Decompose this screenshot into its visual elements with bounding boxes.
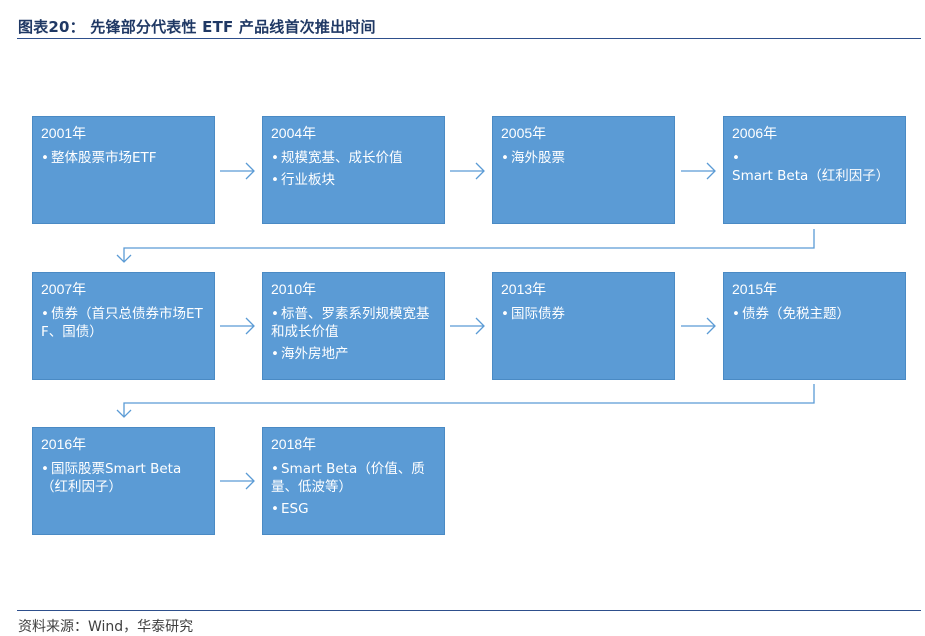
bullet-icon: • (501, 306, 509, 322)
timeline-item: •标普、罗素系列规模宽基和成长价值 (271, 305, 436, 341)
arrow-right-icon (450, 317, 485, 335)
timeline-year: 2001年 (41, 125, 87, 141)
bullet-icon: • (41, 150, 49, 166)
timeline-year: 2016年 (41, 436, 87, 452)
timeline-year: 2005年 (501, 125, 547, 141)
timeline-box-2015: 2015年 •债券（免税主题） (723, 272, 906, 380)
timeline-box-2007: 2007年 •债券（首只总债券市场ETF、国债） (32, 272, 215, 380)
timeline-item-text: ESG (280, 501, 309, 517)
timeline-year: 2015年 (732, 281, 778, 297)
arrow-right-icon (450, 162, 485, 180)
source-divider (17, 610, 921, 611)
timeline-year: 2004年 (271, 125, 317, 141)
arrow-right-icon (681, 162, 716, 180)
wrap-connector (116, 384, 815, 418)
arrow-right-icon (220, 317, 255, 335)
timeline-item-text: 标普、罗素系列规模宽基和成长价值 (271, 306, 430, 340)
timeline-item: •Smart Beta（价值、质量、低波等） (271, 460, 436, 496)
timeline-box-2016: 2016年 •国际股票Smart Beta（红利因子） (32, 427, 215, 535)
timeline-box-2013: 2013年 •国际债券 (492, 272, 675, 380)
arrow-right-icon (220, 162, 255, 180)
timeline-box-2001: 2001年 •整体股票市场ETF (32, 116, 215, 224)
timeline-item-text: 规模宽基、成长价值 (280, 150, 403, 166)
timeline-item: •债券（首只总债券市场ETF、国债） (41, 305, 206, 341)
timeline-item-text: 海外房地产 (280, 346, 349, 362)
bullet-icon: • (732, 150, 740, 166)
timeline-item: •海外房地产 (271, 345, 436, 363)
arrow-right-icon (220, 472, 255, 490)
timeline-item: •海外股票 (501, 149, 666, 167)
bullet-icon: • (732, 306, 740, 322)
timeline-year: 2018年 (271, 436, 317, 452)
timeline-box-2004: 2004年 •规模宽基、成长价值 •行业板块 (262, 116, 445, 224)
timeline-item: •国际股票Smart Beta（红利因子） (41, 460, 206, 496)
timeline-item: •规模宽基、成长价值 (271, 149, 436, 167)
figure-title: 图表20： 先锋部分代表性 ETF 产品线首次推出时间 (18, 18, 376, 36)
bullet-icon: • (41, 461, 49, 477)
timeline-item-text: 国际股票Smart Beta（红利因子） (41, 461, 182, 495)
timeline-year: 2013年 (501, 281, 547, 297)
timeline-item-text: 国际债券 (510, 306, 565, 322)
timeline-item: •国际债券 (501, 305, 666, 323)
bullet-icon: • (501, 150, 509, 166)
timeline-item: • Smart Beta（红利因子） (732, 149, 897, 185)
timeline-box-2010: 2010年 •标普、罗素系列规模宽基和成长价值 •海外房地产 (262, 272, 445, 380)
timeline-year: 2006年 (732, 125, 778, 141)
timeline-item-text: Smart Beta（价值、质量、低波等） (271, 461, 425, 495)
timeline-item-text: 行业板块 (280, 172, 335, 188)
bullet-icon: • (271, 461, 279, 477)
bullet-icon: • (271, 172, 279, 188)
timeline-year: 2007年 (41, 281, 87, 297)
timeline-item: •债券（免税主题） (732, 305, 897, 323)
bullet-icon: • (271, 150, 279, 166)
wrap-connector (116, 229, 815, 263)
timeline-item-text: 海外股票 (510, 150, 565, 166)
timeline-year: 2010年 (271, 281, 317, 297)
timeline-box-2005: 2005年 •海外股票 (492, 116, 675, 224)
source-note: 资料来源：Wind，华泰研究 (18, 619, 194, 635)
timeline-item: •行业板块 (271, 171, 436, 189)
timeline-item-text: Smart Beta（红利因子） (732, 168, 890, 184)
title-divider (17, 38, 921, 39)
timeline-item-text: 整体股票市场ETF (50, 150, 157, 166)
timeline-box-2018: 2018年 •Smart Beta（价值、质量、低波等） •ESG (262, 427, 445, 535)
timeline-item: •整体股票市场ETF (41, 149, 206, 167)
timeline-item-text: 债券（首只总债券市场ETF、国债） (41, 306, 203, 340)
timeline-item: •ESG (271, 500, 436, 518)
bullet-icon: • (41, 306, 49, 322)
bullet-icon: • (271, 346, 279, 362)
arrow-right-icon (681, 317, 716, 335)
timeline-item-text: 债券（免税主题） (741, 306, 850, 322)
bullet-icon: • (271, 306, 279, 322)
timeline-box-2006: 2006年 • Smart Beta（红利因子） (723, 116, 906, 224)
bullet-icon: • (271, 501, 279, 517)
